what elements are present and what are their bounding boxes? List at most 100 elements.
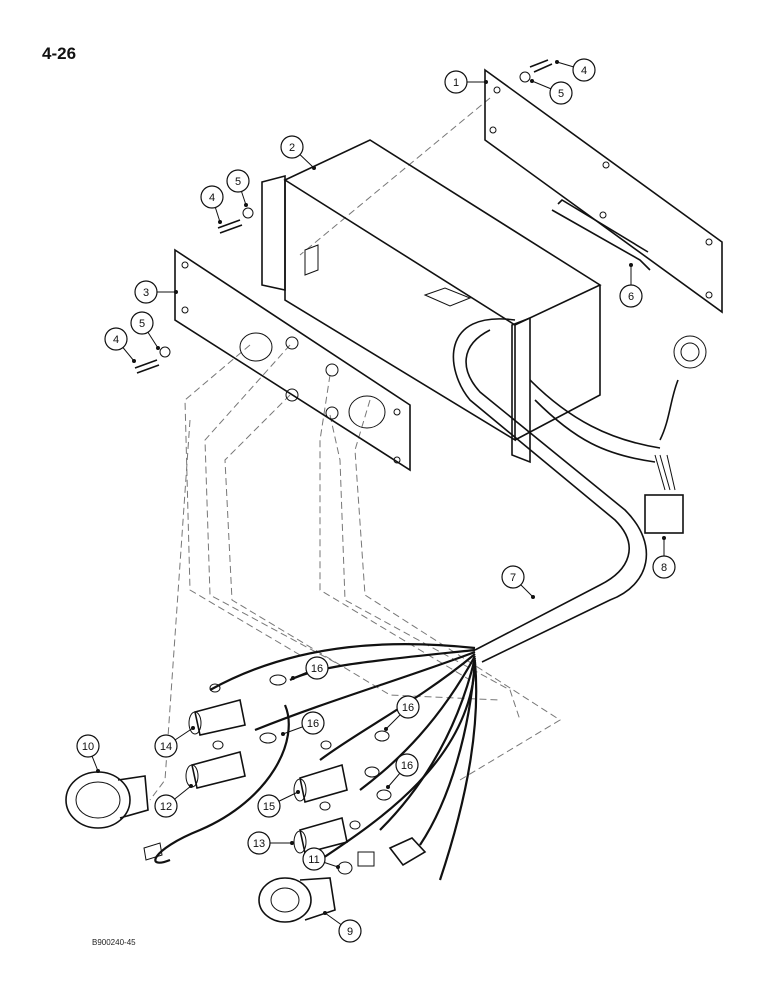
callout-c1: 1 — [444, 70, 488, 94]
callout-circle — [130, 311, 154, 335]
callout-arrowhead — [531, 595, 535, 599]
wire-connector — [143, 837, 427, 867]
callout-circle — [572, 58, 596, 82]
callout-c16d: 16 — [386, 753, 419, 789]
callout-number: 14 — [160, 741, 172, 753]
callout-arrowhead — [296, 790, 300, 794]
callout-arrowhead — [662, 536, 666, 540]
callout-arrowhead — [244, 203, 248, 207]
assembly-guide-lines — [149, 97, 561, 801]
callout-circle — [396, 695, 420, 719]
callout-number: 16 — [311, 663, 323, 675]
callout-arrowhead — [174, 290, 178, 294]
callout-number: 11 — [308, 854, 319, 866]
callout-circle — [154, 734, 178, 758]
callout-number: 7 — [510, 572, 516, 584]
callout-arrowhead — [530, 79, 534, 83]
callout-number: 15 — [263, 801, 275, 813]
callout-number: 16 — [307, 718, 319, 730]
pressure-switch-middle — [185, 751, 246, 789]
callout-circle — [134, 280, 158, 304]
callout-arrowhead — [189, 784, 193, 788]
callout-arrowhead — [555, 60, 559, 64]
callout-c4a: 4 — [555, 58, 596, 82]
callout-number: 2 — [289, 142, 295, 154]
callout-arrowhead — [132, 359, 136, 363]
callout-c3: 3 — [134, 280, 178, 304]
callout-arrowhead — [290, 841, 294, 845]
callout-number: 8 — [661, 562, 667, 574]
callout-arrowhead — [281, 732, 285, 736]
callout-number: 12 — [160, 801, 172, 813]
callout-c16a: 16 — [291, 656, 329, 680]
callout-c12: 12 — [154, 784, 193, 818]
callout-c4c: 4 — [104, 327, 136, 363]
callout-arrowhead — [291, 676, 295, 680]
harness-cable — [452, 318, 648, 663]
callout-circle — [104, 327, 128, 351]
pressure-switch-right — [293, 763, 348, 804]
callout-c15: 15 — [257, 790, 300, 818]
callout-number: 4 — [113, 334, 119, 346]
callout-number: 16 — [402, 702, 414, 714]
callout-arrowhead — [191, 726, 195, 730]
callout-circle — [154, 794, 178, 818]
callout-circle — [257, 794, 281, 818]
callout-arrowhead — [484, 80, 488, 84]
callout-circle — [76, 734, 100, 758]
callout-c16b: 16 — [281, 711, 325, 736]
pressure-switch-lower — [293, 816, 348, 854]
screws-and-washers — [134, 59, 553, 374]
callout-number: 5 — [139, 318, 145, 330]
callout-number: 16 — [401, 760, 413, 772]
callout-number: 3 — [143, 287, 149, 299]
callout-arrowhead — [323, 911, 327, 915]
callout-number: 10 — [82, 741, 94, 753]
callout-arrowhead — [629, 263, 633, 267]
callout-arrowhead — [336, 865, 340, 869]
control-box — [261, 139, 602, 464]
callout-number: 1 — [453, 77, 459, 89]
callout-arrowhead — [384, 727, 388, 731]
callout-circle — [301, 711, 325, 735]
callout-c6: 6 — [619, 263, 643, 308]
drawing-code: B900240-45 — [92, 938, 136, 947]
page-number: 4-26 — [42, 44, 77, 63]
callout-number: 13 — [253, 838, 265, 850]
callout-c5b: 5 — [226, 169, 250, 207]
lamp-bulb — [337, 851, 375, 875]
callout-circle — [395, 753, 419, 777]
callout-arrowhead — [312, 166, 316, 170]
callout-arrowhead — [218, 220, 222, 224]
callout-circle — [200, 185, 224, 209]
callout-c5a: 5 — [530, 79, 573, 105]
cover-plate — [484, 68, 723, 314]
callout-c8: 8 — [652, 536, 676, 579]
connector-lead — [529, 335, 707, 534]
callout-c10: 10 — [76, 734, 100, 773]
callout-circle — [444, 70, 468, 94]
callout-number: 5 — [235, 176, 241, 188]
callout-c13: 13 — [247, 831, 294, 855]
callout-circle — [338, 919, 362, 943]
callout-circle — [247, 831, 271, 855]
gauge-meter — [65, 771, 149, 829]
callout-number: 6 — [628, 291, 634, 303]
callout-c9: 9 — [323, 911, 362, 943]
callout-circle — [501, 565, 525, 589]
callout-circle — [302, 847, 326, 871]
callout-number: 4 — [209, 192, 215, 204]
pressure-switch-upper — [188, 699, 246, 736]
wire-terminals — [209, 674, 392, 830]
callout-circle — [226, 169, 250, 193]
callout-c16c: 16 — [384, 695, 420, 731]
callout-arrowhead — [386, 785, 390, 789]
callout-c4b: 4 — [200, 185, 224, 224]
callout-circle — [652, 555, 676, 579]
callout-c2: 2 — [280, 135, 316, 170]
harness-wires — [154, 642, 478, 881]
hex-key — [551, 198, 651, 271]
callout-circle — [305, 656, 329, 680]
